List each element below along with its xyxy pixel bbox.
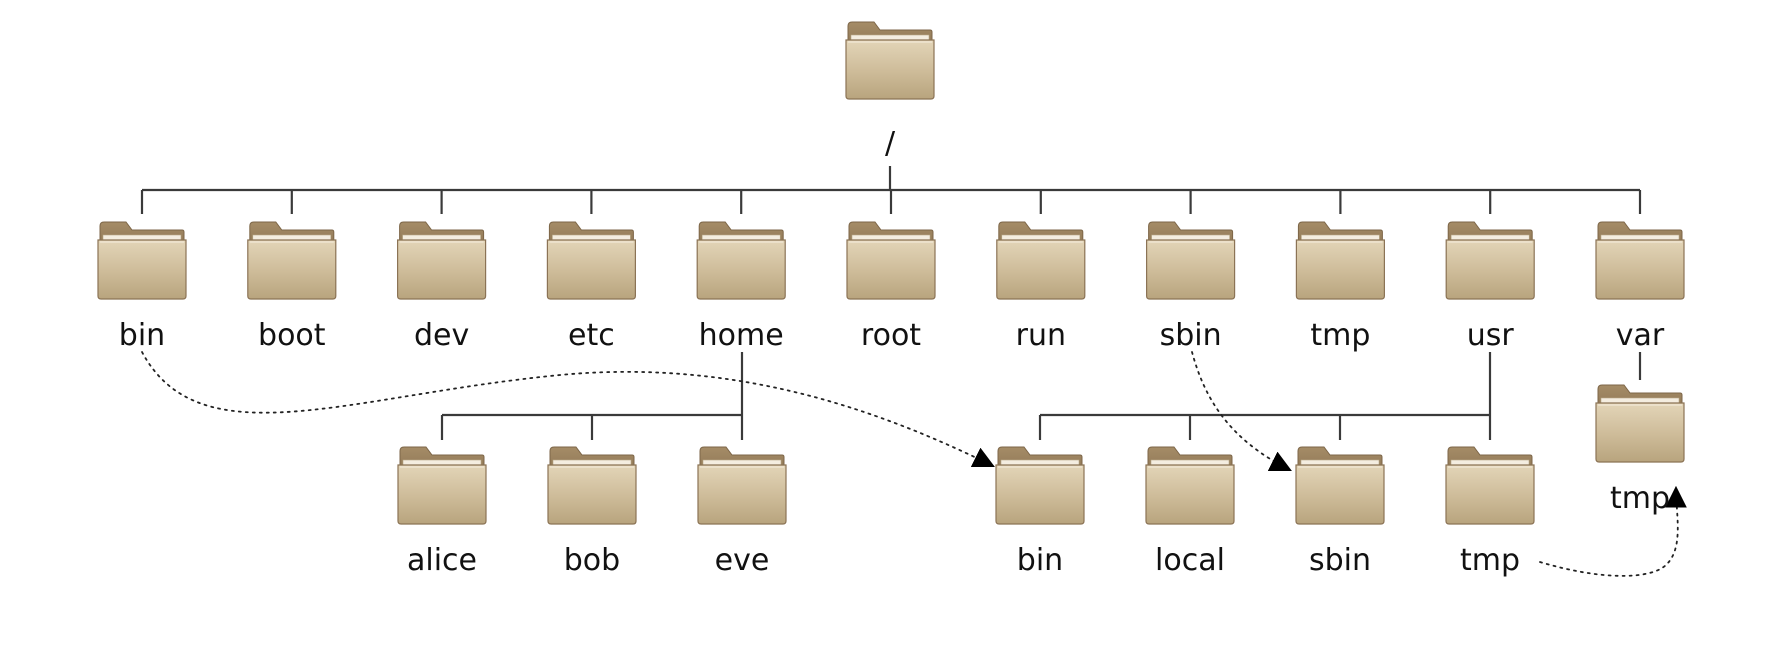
folder-home-bob[interactable]: bob — [547, 446, 637, 578]
folder-label: local — [1155, 543, 1225, 578]
folder-label: bin — [1017, 543, 1063, 578]
folder-usr-bin[interactable]: bin — [995, 446, 1085, 578]
folder-home-eve[interactable]: eve — [697, 446, 787, 578]
folder-home[interactable]: home — [696, 221, 786, 353]
folder-icon — [547, 446, 637, 525]
folder-icon — [1295, 446, 1385, 525]
home-children-drops — [440, 415, 744, 440]
folder-var-tmp[interactable]: tmp — [1595, 384, 1685, 516]
folder-home-alice[interactable]: alice — [397, 446, 487, 578]
home-children-nodes: alice bob eve — [397, 446, 787, 578]
folder-icon — [546, 221, 636, 300]
folder-icon — [1146, 221, 1236, 300]
folder-icon — [1445, 446, 1535, 525]
top-level-nodes: bin boot dev etc home root run sbin tmp usr var — [97, 221, 1685, 353]
folder-icon — [995, 446, 1085, 525]
folder-label: bob — [564, 543, 620, 578]
folder-icon — [846, 221, 936, 300]
folder-label: sbin — [1309, 543, 1371, 578]
folder-label: tmp — [1610, 481, 1670, 516]
folder-icon — [996, 221, 1086, 300]
folder-icon — [397, 221, 487, 300]
folder-icon — [696, 221, 786, 300]
folder-usr-local[interactable]: local — [1145, 446, 1235, 578]
folder-icon — [397, 446, 487, 525]
folder-label: sbin — [1160, 318, 1222, 353]
folder-usr-sbin[interactable]: sbin — [1295, 446, 1385, 578]
usr-children-nodes: bin local sbin tmp — [995, 446, 1535, 578]
symlink-sbin-to-usr-sbin — [1191, 351, 1292, 471]
folder-label: / — [885, 126, 896, 161]
usr-children-drops — [1038, 415, 1492, 440]
folder-bin[interactable]: bin — [97, 221, 187, 353]
folder-label: tmp — [1310, 318, 1370, 353]
folder-icon — [697, 446, 787, 525]
symlink-usr-tmp-to-var-tmp — [1539, 485, 1687, 577]
folder-icon — [1295, 221, 1385, 300]
folder-icon — [1595, 221, 1685, 300]
folder-etc[interactable]: etc — [546, 221, 636, 353]
folder-label: var — [1616, 318, 1665, 353]
folder-label: home — [699, 318, 784, 353]
folder-root[interactable]: root — [846, 221, 936, 353]
folder-icon — [1595, 384, 1685, 463]
tree-connectors — [140, 166, 1642, 440]
folder-label: boot — [258, 318, 326, 353]
root-node: / — [845, 21, 935, 161]
folder-var[interactable]: var — [1595, 221, 1685, 353]
folder-label: run — [1016, 318, 1066, 353]
folder-run[interactable]: run — [996, 221, 1086, 353]
folder-label: bin — [119, 318, 165, 353]
folder-label: eve — [715, 543, 770, 578]
folder-icon — [97, 221, 187, 300]
folder-label: etc — [568, 318, 615, 353]
folder-label: dev — [414, 318, 469, 353]
folder-label: tmp — [1460, 543, 1520, 578]
top-level-drops — [140, 190, 1642, 214]
folder-label: alice — [407, 543, 477, 578]
folder-icon — [247, 221, 337, 300]
folder-boot[interactable]: boot — [247, 221, 337, 353]
folder-icon — [1145, 446, 1235, 525]
folder-usr[interactable]: usr — [1445, 221, 1535, 353]
folder-sbin[interactable]: sbin — [1146, 221, 1236, 353]
folder-tmp[interactable]: tmp — [1295, 221, 1385, 353]
folder-dev[interactable]: dev — [397, 221, 487, 353]
var-children-nodes: tmp — [1595, 384, 1685, 516]
folder-label: root — [861, 318, 921, 353]
folder-icon — [1445, 221, 1535, 300]
folder-icon — [845, 21, 935, 100]
folder-usr-tmp[interactable]: tmp — [1445, 446, 1535, 578]
symlink-bin-to-usr-bin — [141, 351, 995, 468]
symlink-arrows — [141, 351, 1687, 577]
folder-label: usr — [1467, 318, 1515, 353]
folder-root[interactable]: / — [845, 21, 935, 161]
